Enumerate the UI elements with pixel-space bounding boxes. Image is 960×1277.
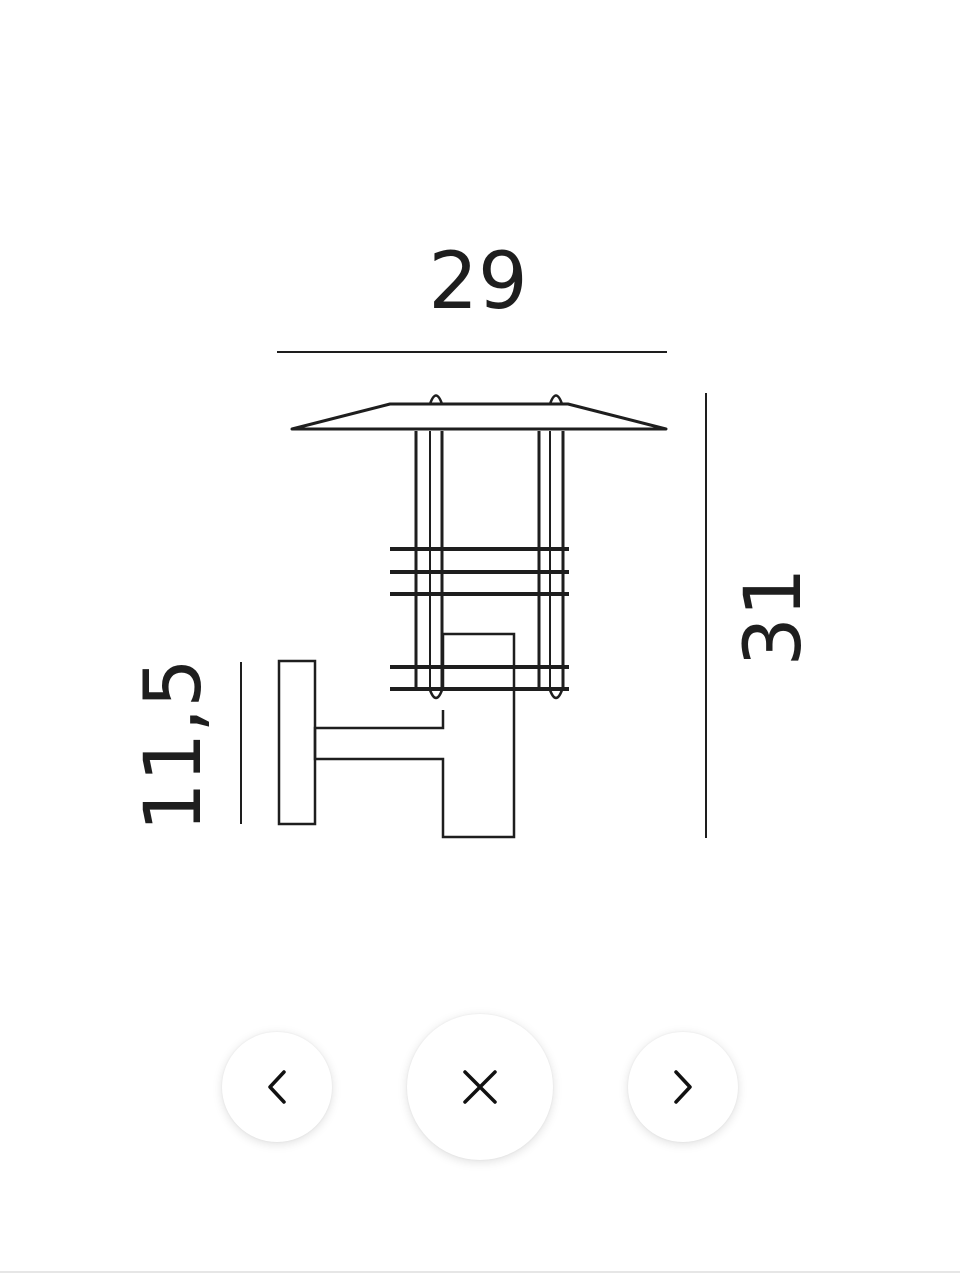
bottom-knob-right xyxy=(548,689,564,700)
close-button[interactable] xyxy=(407,1014,553,1160)
lamp-illustration xyxy=(277,394,668,839)
bottom-divider xyxy=(0,1271,960,1273)
chevron-left-icon xyxy=(266,1070,288,1104)
chevron-right-icon xyxy=(672,1070,694,1104)
previous-image-button[interactable] xyxy=(222,1032,332,1142)
lamp-bracket xyxy=(313,632,516,839)
height-dimension-label: 31 xyxy=(729,567,819,666)
roof-knob-right xyxy=(548,394,564,405)
width-dimension-label: 29 xyxy=(428,237,527,327)
close-icon xyxy=(462,1069,498,1105)
lamp-roof xyxy=(290,402,668,431)
bottom-knob-left xyxy=(428,689,444,700)
roof-knob-left xyxy=(428,394,444,405)
next-image-button[interactable] xyxy=(628,1032,738,1142)
lamp-bands xyxy=(390,547,569,691)
lamp-dimension-drawing: 29 31 11,5 xyxy=(129,237,819,839)
mount-dimension-label: 11,5 xyxy=(129,658,219,832)
wall-plate xyxy=(277,659,317,826)
lamp-posts xyxy=(414,431,565,690)
